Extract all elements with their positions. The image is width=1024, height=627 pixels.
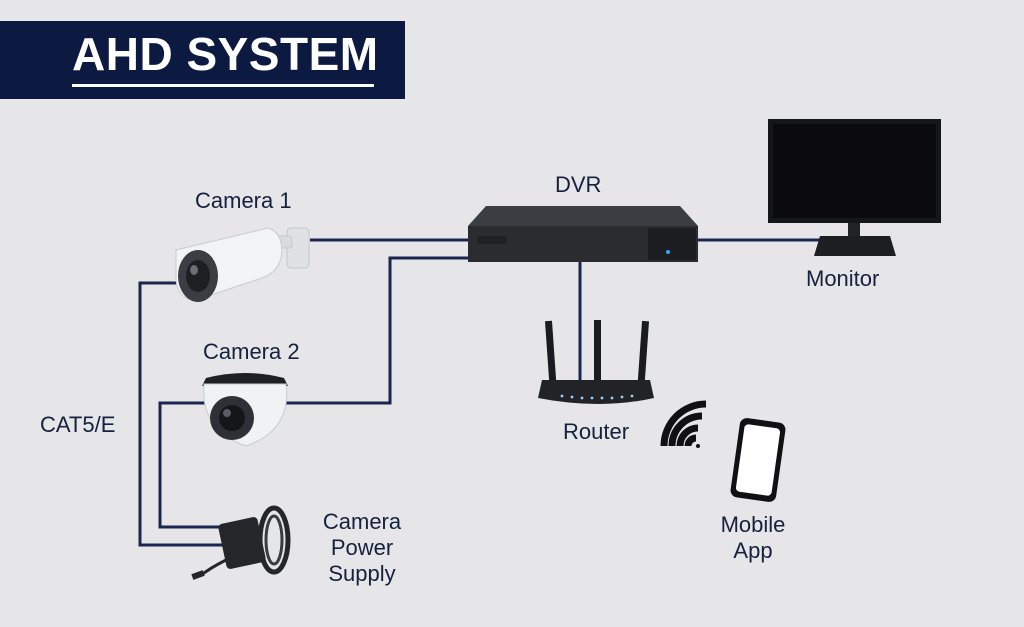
title-underline xyxy=(72,84,374,87)
router-label: Router xyxy=(563,419,630,444)
camera2-label: Camera 2 xyxy=(203,339,300,364)
power-supply-line-2: Power xyxy=(330,535,394,560)
monitor-icon xyxy=(768,119,941,256)
smartphone-icon xyxy=(730,418,786,502)
power-supply-line-3: Supply xyxy=(328,561,396,586)
dvr-icon xyxy=(468,206,698,262)
mobile-app-label: Mobile App xyxy=(705,512,801,564)
dvr-label: DVR xyxy=(555,172,602,197)
wifi-icon xyxy=(660,400,707,448)
wire-camera2-power xyxy=(158,401,232,529)
power-adapter-icon xyxy=(191,505,291,580)
page-title: AHD SYSTEM xyxy=(72,28,379,80)
wire-camera2-dvr xyxy=(283,256,468,405)
power-supply-line-1: Camera xyxy=(322,509,402,534)
wire-camera1-power xyxy=(138,281,232,547)
router-icon xyxy=(538,320,654,404)
camera1-label: Camera 1 xyxy=(195,188,292,213)
mobile-app-line-1: Mobile xyxy=(720,512,786,537)
mobile-app-line-2: App xyxy=(733,538,773,563)
monitor-label: Monitor xyxy=(806,266,880,291)
cable-label: CAT5/E xyxy=(40,412,116,437)
power-supply-label: Camera Power Supply xyxy=(310,509,414,587)
dome-camera-icon xyxy=(202,373,288,447)
cable-wires xyxy=(138,238,820,547)
bullet-camera-icon xyxy=(175,227,310,302)
